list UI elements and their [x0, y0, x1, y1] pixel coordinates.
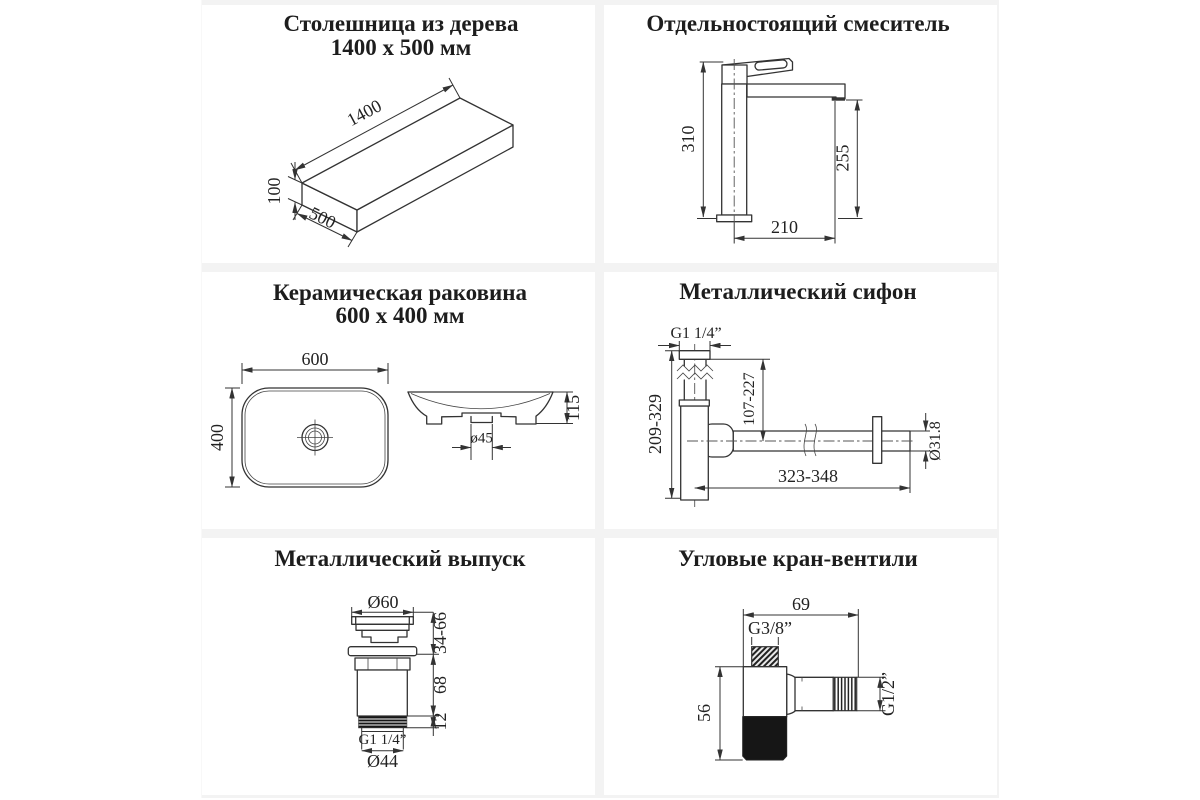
dim-total-height-label: 310: [678, 126, 698, 153]
sheet-border-right: [997, 0, 999, 798]
dim-width-label: 600: [302, 349, 329, 369]
dim-length-range-label: 323-348: [778, 466, 838, 486]
sheet-border-bottom: [202, 795, 999, 798]
dim-height: 56: [694, 666, 744, 761]
sheet-border-left: [201, 0, 202, 798]
dim-thread: G1 1/4”: [658, 325, 731, 352]
valve-drawing: Угловые кран-вентили 69 G3/8”: [678, 546, 918, 761]
panel-title: Металлический выпуск: [274, 546, 526, 571]
mixer-body: [716, 57, 846, 223]
dim-right-column: 34-66 68 12: [406, 611, 450, 736]
dim-body-height-label: 68: [430, 676, 450, 694]
dim-height-range: 209-329: [645, 350, 681, 499]
valve-body: [742, 646, 858, 761]
sink-side-view: [407, 391, 554, 425]
dim-cap-travel-label: 34-66: [430, 612, 450, 654]
dim-depth: 400: [207, 387, 240, 488]
panel-countertop: Столешница из дерева 1400 x 500 мм 1400 …: [202, 5, 595, 263]
panel-siphon: Металлический сифон G1 1/4”: [604, 272, 997, 529]
dim-thread-label: G1 1/4”: [670, 325, 721, 342]
dim-drain: ø45: [452, 424, 511, 460]
grid-divider-horizontal-1: [202, 263, 997, 272]
dim-inlet-range: 107-227: [710, 358, 770, 442]
sink-drawing: Керамическая раковина 600 x 400 мм 600 4…: [207, 280, 583, 488]
mixer-drawing: Отдельностоящий смеситель 310 255: [646, 11, 950, 244]
dim-height: 115: [536, 391, 583, 424]
dim-top-thread-label: G3/8”: [748, 618, 792, 638]
panel-title: Металлический сифон: [679, 279, 916, 304]
dim-height-label: 56: [694, 704, 714, 722]
dim-inlet-range-label: 107-227: [741, 372, 758, 425]
panel-drain: Металлический выпуск G1 1/4” Ø44: [202, 538, 595, 795]
dim-spout-height: 255: [833, 99, 863, 219]
dim-total-height: 310: [678, 61, 724, 219]
dim-thickness-label: 100: [264, 178, 284, 205]
siphon-drawing: Металлический сифон G1 1/4”: [645, 279, 944, 507]
dim-width: 69: [742, 594, 859, 678]
sheet-border-top: [202, 0, 999, 5]
dim-drain-label: ø45: [470, 431, 493, 447]
dim-thread-diameter-label: Ø44: [367, 751, 398, 771]
countertop-drawing: Столешница из дерева 1400 x 500 мм 1400 …: [264, 11, 519, 248]
dim-thread: G1 1/4”: [359, 728, 407, 750]
dim-pipe-diameter: Ø31.8: [910, 413, 944, 469]
dim-height-label: 115: [563, 395, 583, 421]
dim-width-label: 69: [792, 594, 810, 614]
dim-height-range-label: 209-329: [645, 394, 665, 454]
dim-top-thread: G3/8”: [748, 618, 792, 645]
dim-side-thread-label: G1/2”: [878, 672, 898, 716]
drain-body: [347, 616, 418, 729]
knurled-handle: [742, 716, 788, 761]
grid-divider-horizontal-2: [202, 529, 997, 538]
panel-title-line2: 1400 x 500 мм: [331, 35, 472, 60]
dim-spout-reach-label: 210: [771, 217, 798, 237]
panel-title-line2: 600 x 400 мм: [335, 303, 464, 328]
dim-width: 600: [241, 349, 389, 384]
thread-lines: [358, 718, 407, 726]
aerator: [831, 97, 845, 101]
dim-cap-diameter-label: Ø60: [368, 592, 399, 612]
dim-thickness: 100: [264, 162, 303, 220]
panel-title-line1: Столешница из дерева: [283, 11, 519, 36]
dim-length-range: 323-348: [694, 451, 911, 493]
panel-valve: Угловые кран-вентили 69 G3/8”: [604, 538, 997, 795]
siphon-body: [676, 344, 915, 507]
dim-thread-label: G1 1/4”: [359, 732, 407, 748]
dim-thread-height-label: 12: [430, 713, 450, 731]
panel-mixer: Отдельностоящий смеситель 310 255: [604, 5, 997, 263]
panel-sink: Керамическая раковина 600 x 400 мм 600 4…: [202, 272, 595, 529]
panel-title-line1: Керамическая раковина: [273, 280, 528, 305]
panel-title: Отдельностоящий смеситель: [646, 11, 949, 36]
panel-title: Угловые кран-вентили: [678, 546, 917, 571]
dim-cap-diameter: Ø60: [351, 592, 434, 618]
dim-thread-diameter: Ø44: [361, 747, 404, 771]
dim-side-thread: G1/2”: [856, 672, 898, 716]
dim-spout-reach: 210: [733, 101, 836, 244]
dim-pipe-diameter-label: Ø31.8: [927, 421, 944, 461]
dim-depth-label: 400: [207, 424, 227, 451]
sink-top-view: [241, 387, 389, 488]
dim-spout-height-label: 255: [833, 145, 853, 172]
drain-drawing: Металлический выпуск G1 1/4” Ø44: [274, 546, 526, 771]
grid-divider-vertical: [595, 5, 604, 795]
